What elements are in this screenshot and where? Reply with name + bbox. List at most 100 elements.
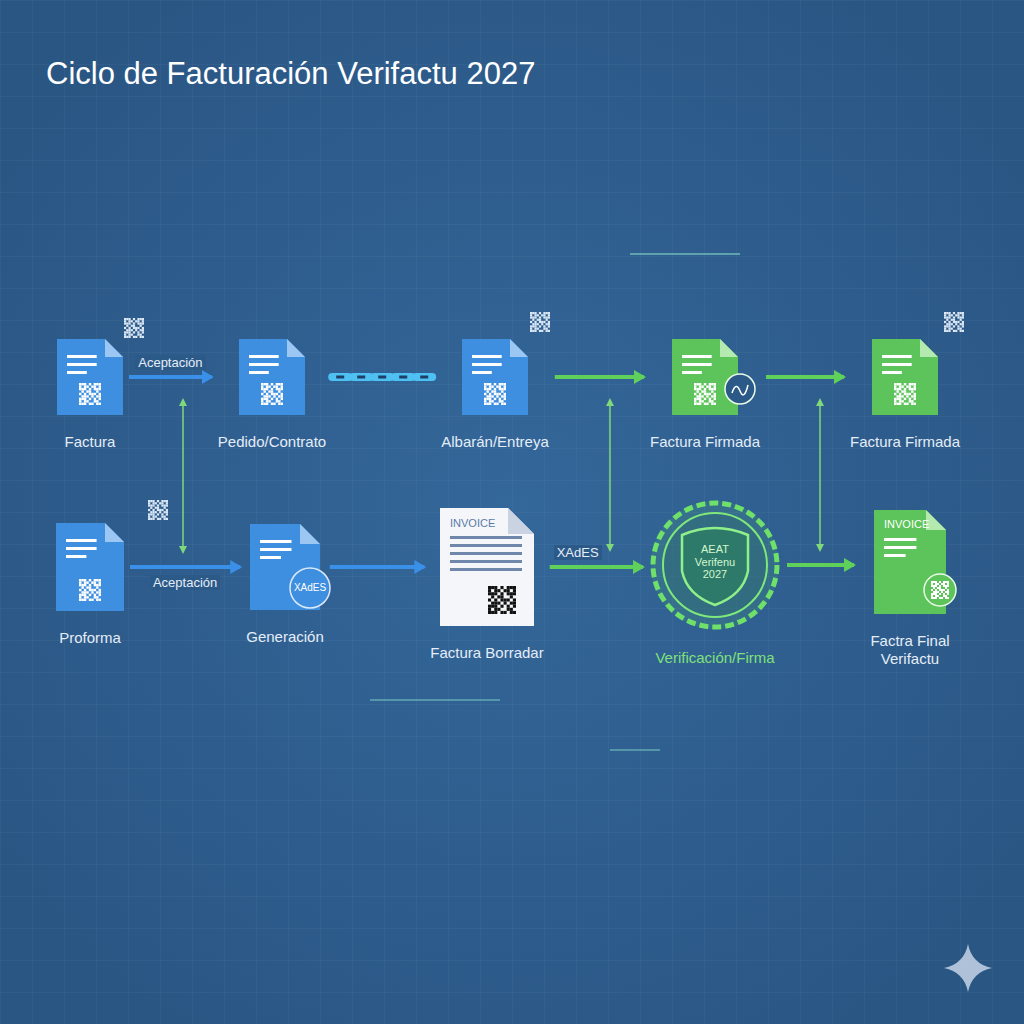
qr-cell [909,385,911,387]
qr-cell [96,599,98,601]
qr-cell [510,586,513,589]
text-line [249,371,269,374]
qr-cell [510,611,513,614]
qr-cell [500,592,503,595]
qr-cell [281,385,283,387]
qr-cell [137,334,139,336]
qr-cell [91,393,93,395]
qr-cell [148,500,150,502]
qr-cell [504,602,507,605]
qr-cell [537,319,539,321]
qr-cell [276,383,278,385]
qr-cell [931,593,933,595]
qr-cell [541,314,543,316]
qr-cell [914,383,916,385]
qr-cell [155,502,157,504]
qr-cell [99,599,101,601]
qr-cell [491,605,494,608]
qr-cell [911,403,913,405]
qr-cell [955,323,957,325]
qr-cell [947,593,949,595]
qr-cell [944,325,946,327]
qr-cell [935,583,937,585]
qr-cell [953,321,955,323]
document-fold [508,508,534,534]
qr-frame [529,311,551,333]
qr-cell [937,591,939,593]
qr-cell [944,321,946,323]
icon-art [56,523,124,611]
qr-cell [157,504,159,506]
qr-cell [541,330,543,332]
qr-cell [99,395,101,397]
qr-cell [152,504,154,506]
qr-cell [696,395,698,397]
qr-cell [534,314,536,316]
qr-cell [81,390,83,392]
qr-cell [124,336,126,338]
text-line [884,538,916,541]
text-line [67,355,97,358]
document-sheet [57,339,123,415]
qr-cell [500,595,503,598]
qr-cell [96,400,98,402]
qr-cell [271,398,273,400]
qr-cell [263,388,265,390]
qr-cell [933,593,935,595]
qr-cell [714,398,716,400]
qr-cell [484,388,486,390]
qr-cell [501,383,503,385]
qr-cell [140,329,142,331]
qr-cell [894,385,896,387]
qr-cell [504,403,506,405]
qr-cell [714,395,716,397]
qr-cell [935,593,937,595]
qr-cell [510,602,513,605]
qr-cell [945,587,947,589]
qr-cell [96,584,98,586]
qr-cell [166,502,168,504]
qr-cell [491,595,494,598]
qr-cell [488,605,491,608]
qr-cell [494,592,497,595]
qr-cell [711,388,713,390]
qr-cell [539,321,541,323]
text-line [884,554,906,557]
qr-cell [499,398,501,400]
qr-cell [933,587,935,589]
icon-art [239,339,305,415]
text-line [884,546,916,549]
qr-cell [548,323,550,325]
qr-cell [79,579,81,581]
qr-cell [133,322,135,324]
icon-art [651,501,779,629]
qr-cell [957,312,959,314]
qr-cell [510,595,513,598]
qr-cell [948,325,950,327]
qr-cell [543,314,545,316]
qr-cell [276,385,278,387]
qr-cell [894,383,896,385]
qr-cell [486,395,488,397]
qr-cell [500,598,503,601]
qr-cell [155,516,157,518]
qr-cell [94,400,96,402]
qr-cell [539,325,541,327]
qr-cell [944,314,946,316]
qr-cell [709,383,711,385]
qr-cell [494,605,497,608]
text-line [882,363,912,366]
qr-cell [706,395,708,397]
qr-cell [946,316,948,318]
icon-art [57,339,123,415]
qr-cell [947,589,949,591]
qr-cell [266,395,268,397]
qr-cell [939,589,941,591]
qr-cell [507,586,510,589]
qr-frame [260,382,284,406]
qr-cell [507,589,510,592]
qr-cell [488,598,491,601]
qr-cell [84,579,86,581]
document-node: Factura [57,339,123,451]
